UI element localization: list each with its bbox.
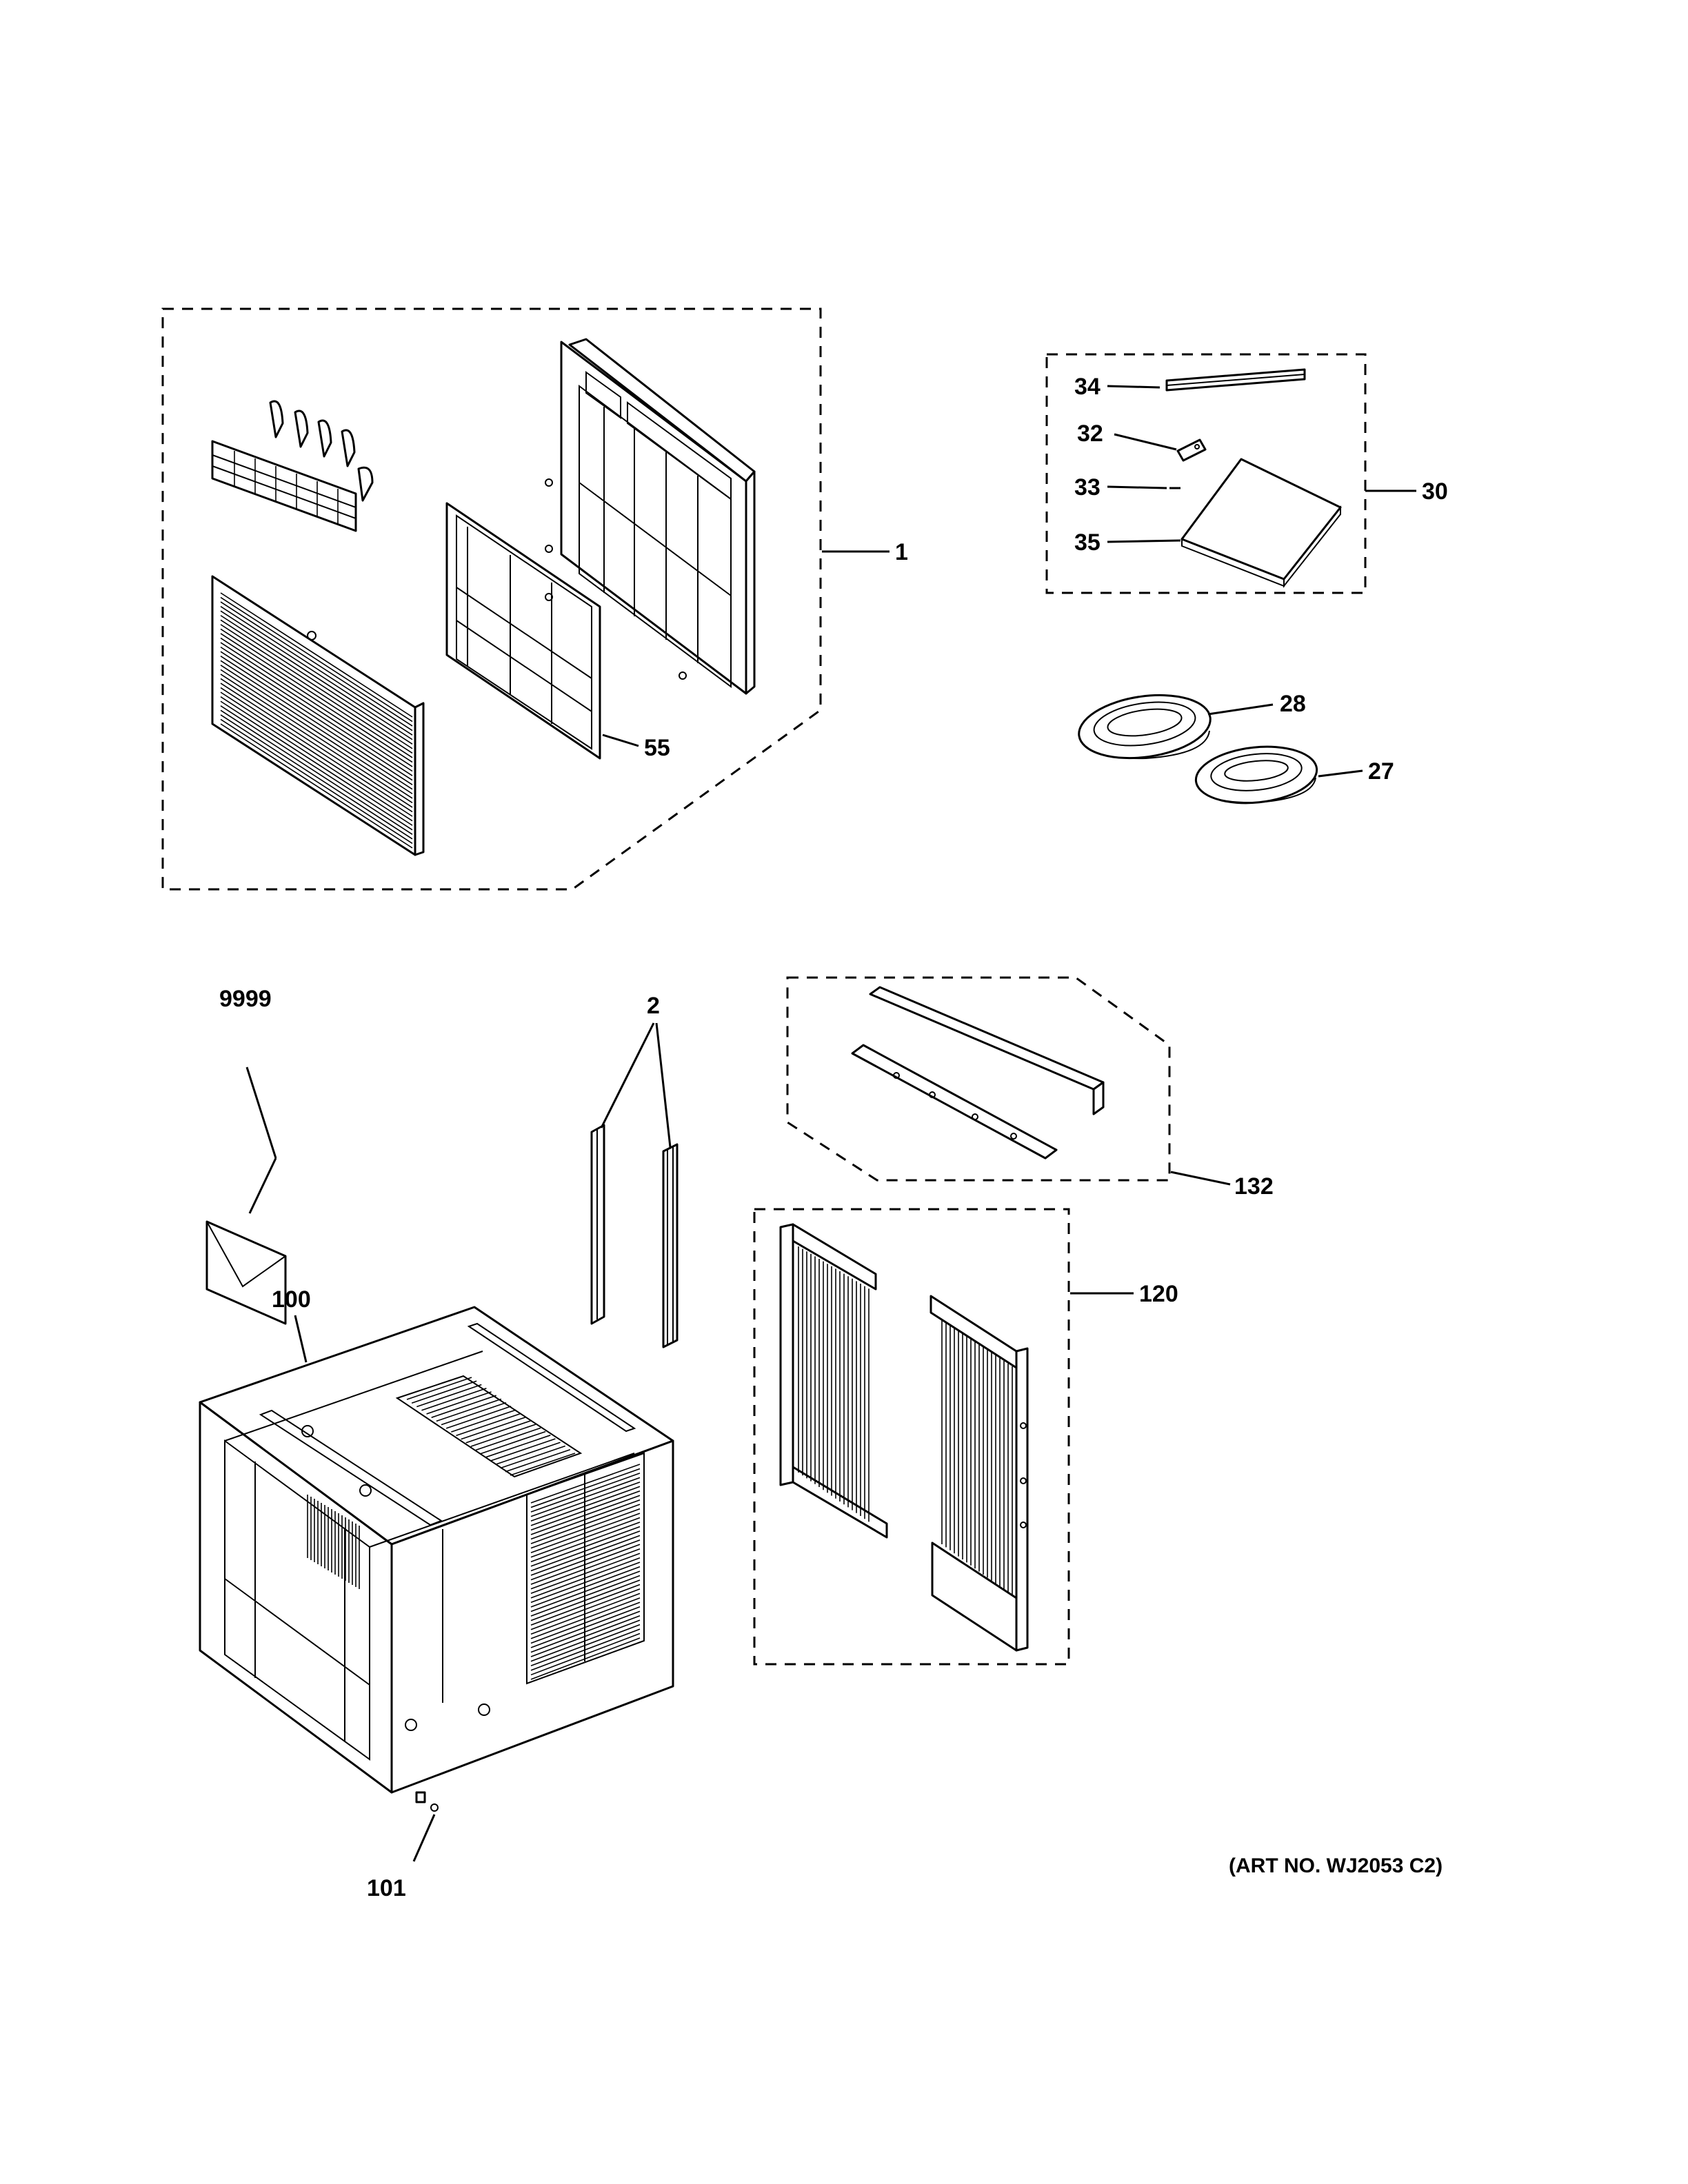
callout-9999: 9999	[219, 986, 272, 1012]
leader-132	[1170, 1171, 1231, 1186]
group-1-boundary	[161, 307, 822, 891]
group-30-boundary	[1045, 353, 1367, 594]
cabinet-wrapper-part	[199, 1306, 674, 1862]
bottom-rail-part	[851, 1044, 1058, 1160]
right-curtain-part	[930, 1295, 1029, 1652]
leader-28	[1207, 703, 1274, 716]
leader-34	[1107, 385, 1160, 389]
louver-grille-part	[211, 400, 374, 532]
leader-27	[1318, 769, 1363, 778]
leader-32	[1114, 433, 1177, 451]
callout-30: 30	[1422, 478, 1448, 505]
front-panel-assembly-group	[161, 307, 890, 891]
leader-2b	[655, 1022, 672, 1148]
left-curtain-part	[779, 1223, 888, 1539]
callout-1: 1	[895, 539, 908, 565]
leader-101	[412, 1814, 436, 1862]
side-curtain-group	[753, 1208, 1134, 1666]
callout-101: 101	[367, 1875, 406, 1901]
seal-27-part	[1194, 745, 1318, 805]
leader-100	[294, 1315, 308, 1363]
side-seal-strips-part	[590, 1022, 679, 1348]
owners-manual-part	[205, 1066, 287, 1325]
leader-33	[1107, 485, 1167, 489]
callout-32: 32	[1077, 421, 1103, 447]
callout-2: 2	[647, 993, 660, 1019]
leader-55	[602, 734, 639, 747]
side-louver-hatch	[530, 1464, 641, 1680]
cabinet-inner-hatch	[307, 1495, 360, 1589]
callout-120: 120	[1139, 1281, 1178, 1307]
bracket-32-part	[1176, 438, 1207, 462]
art-number: (ART NO. WJ2053 C2)	[1229, 1854, 1443, 1877]
grille-lines	[220, 592, 413, 849]
rail-kit-group	[786, 976, 1231, 1186]
top-rail-part	[869, 986, 1105, 1115]
installation-kit-group	[1045, 353, 1416, 594]
top-vent-hatch	[406, 1377, 576, 1476]
air-filter-part	[445, 502, 601, 760]
callout-28: 28	[1280, 691, 1306, 717]
foam-pad-35-part	[1180, 458, 1342, 588]
group-132-boundary	[786, 976, 1171, 1182]
callout-27: 27	[1368, 758, 1394, 785]
left-curtain-hatch	[798, 1246, 870, 1522]
front-frame-part	[545, 338, 756, 695]
leader-2a	[600, 1022, 655, 1129]
callout-132: 132	[1234, 1173, 1274, 1200]
group-120-boundary	[753, 1208, 1070, 1666]
callout-55: 55	[644, 735, 670, 761]
seal-28-part	[1078, 694, 1212, 760]
front-grille-part	[211, 575, 425, 856]
leader-9999	[245, 1066, 277, 1159]
callout-33: 33	[1074, 474, 1101, 501]
callout-35: 35	[1074, 529, 1101, 556]
strip-34-part	[1165, 368, 1306, 392]
leader-35	[1107, 539, 1181, 543]
callout-34: 34	[1074, 374, 1101, 400]
right-curtain-hatch	[941, 1320, 1013, 1596]
callout-100: 100	[272, 1286, 311, 1313]
